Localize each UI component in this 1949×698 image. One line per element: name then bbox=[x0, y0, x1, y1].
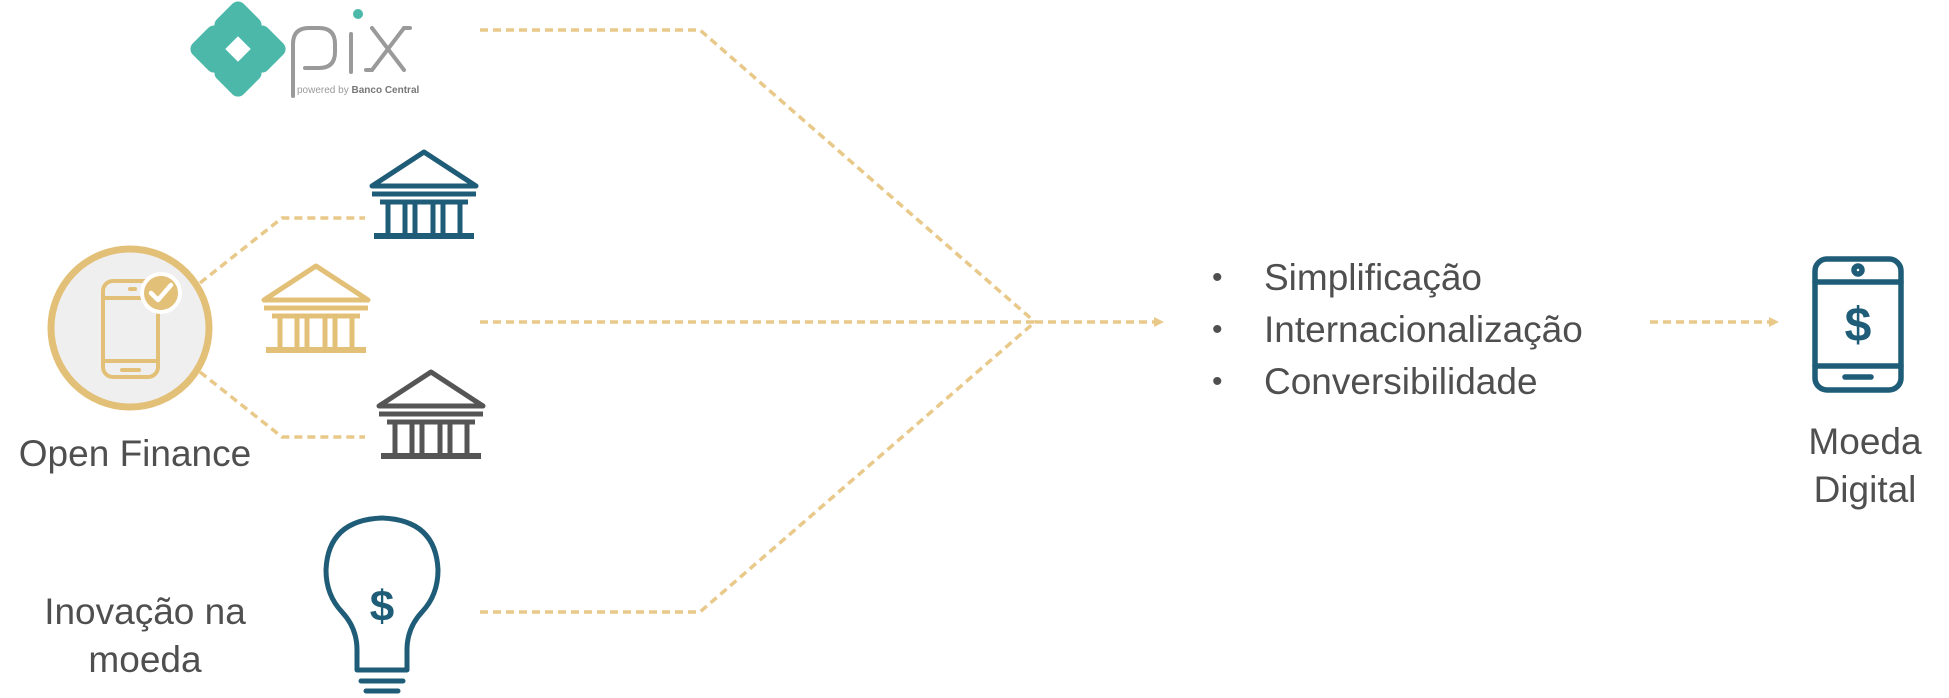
digital-currency-label: Moeda Digital bbox=[1790, 418, 1940, 514]
benefit-item: • Simplificação bbox=[1200, 252, 1583, 304]
svg-text:$: $ bbox=[370, 582, 394, 631]
open-finance-badge bbox=[47, 245, 213, 411]
connector-innovation bbox=[480, 320, 1037, 614]
pix-wordmark bbox=[291, 26, 412, 98]
benefit-text: Simplificação bbox=[1264, 257, 1482, 298]
bullet-dot: • bbox=[1212, 261, 1223, 294]
pix-diamond-icon bbox=[190, 1, 286, 97]
bullet-dot: • bbox=[1212, 365, 1223, 398]
open-finance-label: Open Finance bbox=[18, 433, 252, 474]
pix-logo: powered by Banco Central bbox=[190, 1, 419, 98]
connector-pix bbox=[480, 28, 1037, 324]
check-badge bbox=[140, 272, 182, 314]
connector-lines bbox=[198, 28, 1779, 614]
bank-icon bbox=[369, 149, 479, 239]
svg-text:$: $ bbox=[1845, 299, 1872, 352]
benefits-list: • Simplificação • Internacionalização • Con… bbox=[1200, 252, 1583, 408]
lightbulb-dollar-icon: $ bbox=[323, 515, 441, 694]
bullet-dot: • bbox=[1212, 313, 1223, 346]
benefit-text: Conversibilidade bbox=[1264, 361, 1538, 402]
digital-currency-label-line2: Digital bbox=[1813, 469, 1917, 510]
check-icon bbox=[148, 282, 174, 303]
innovation-label-line1: Inovação na bbox=[44, 591, 246, 632]
digital-currency-label-line1: Moeda bbox=[1808, 421, 1922, 462]
benefit-item: • Internacionalização bbox=[1200, 304, 1583, 356]
bank-icon bbox=[261, 263, 371, 353]
connector-open-finance-top bbox=[198, 216, 365, 285]
benefit-text: Internacionalização bbox=[1264, 309, 1583, 350]
pix-dot bbox=[353, 9, 363, 19]
pix-tagline: powered by Banco Central bbox=[297, 85, 419, 96]
innovation-label-line2: moeda bbox=[88, 639, 202, 680]
benefit-item: • Conversibilidade bbox=[1200, 356, 1583, 408]
innovation-label: Inovação na moeda bbox=[20, 588, 270, 684]
connector-open-finance-bottom bbox=[198, 370, 365, 439]
phone-dollar-icon: $ bbox=[1812, 256, 1904, 393]
bank-icon bbox=[376, 369, 486, 459]
